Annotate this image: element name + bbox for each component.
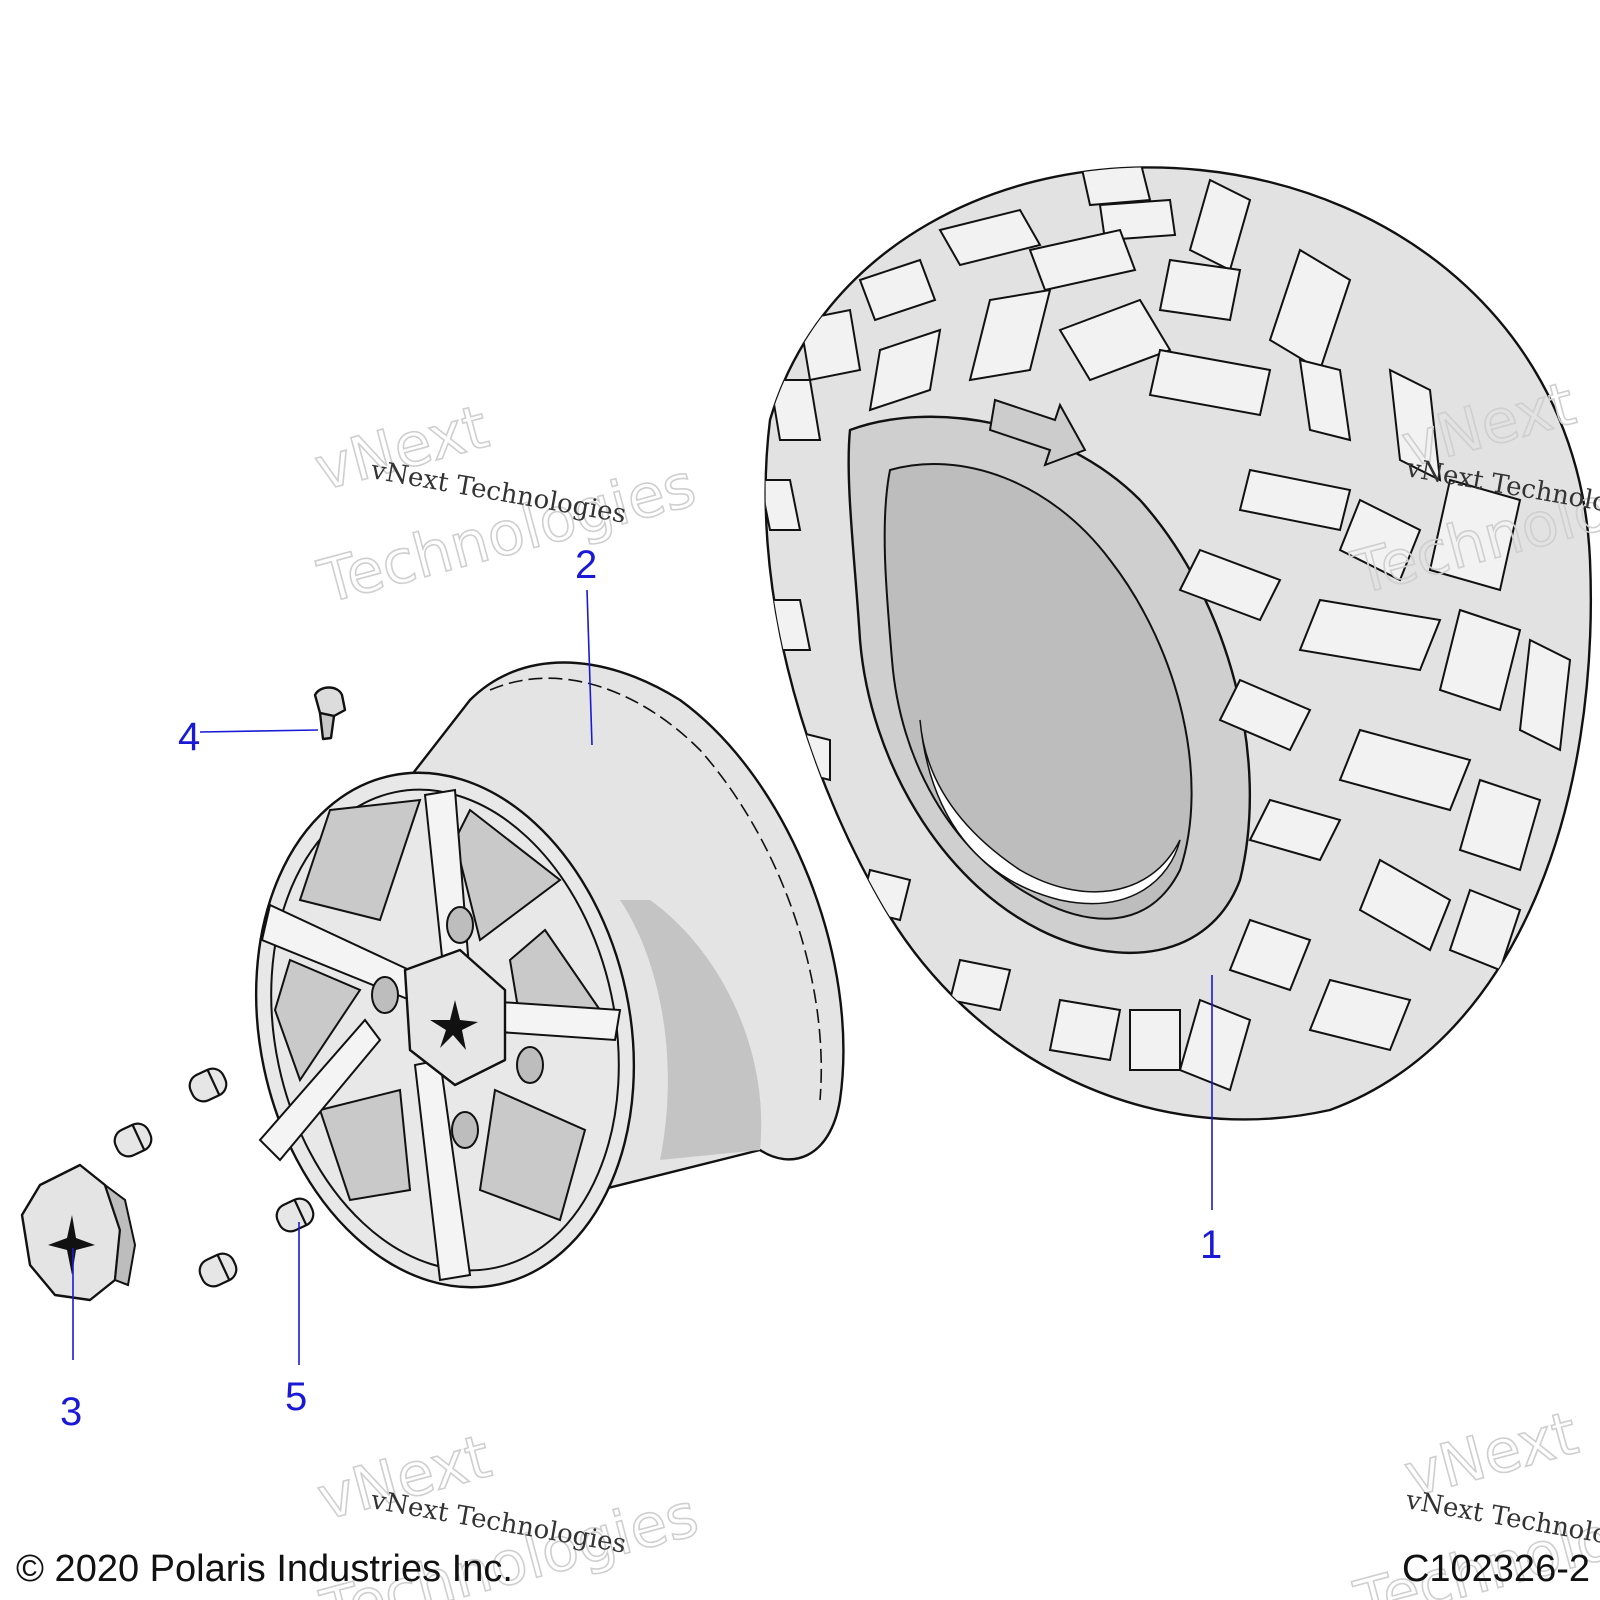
center-cap	[20, 1163, 137, 1302]
leader-line-2	[586, 589, 593, 746]
wheel-spoke-openings	[273, 798, 602, 1222]
callouts: 1 2 3 4 5	[60, 543, 1222, 1434]
wheel	[254, 661, 845, 1289]
copyright-notice: © 2020 Polaris Industries Inc.	[16, 1548, 513, 1590]
wheel-spokes	[258, 788, 622, 1282]
center-cap-star	[48, 1215, 95, 1275]
rotation-arrow	[988, 398, 1087, 467]
lug-nuts	[113, 1067, 315, 1288]
tire-bore	[883, 463, 1193, 920]
wheel-hub-star	[430, 1000, 478, 1050]
lug-nut	[113, 1122, 153, 1158]
callout-4[interactable]: 4	[178, 715, 200, 759]
valve-stem	[313, 686, 347, 741]
wheel-lug-holes	[371, 906, 544, 1149]
leader-line-4	[199, 729, 319, 733]
lug-nut	[275, 1197, 315, 1233]
callout-1[interactable]: 1	[1200, 1223, 1222, 1267]
callout-3[interactable]: 3	[60, 1390, 82, 1434]
lug-nut	[198, 1252, 238, 1288]
tire	[764, 166, 1592, 1121]
figure-code: C102326-2	[1401, 1548, 1590, 1590]
callout-2[interactable]: 2	[575, 543, 597, 587]
callout-5[interactable]: 5	[285, 1375, 307, 1419]
tire-tread-lugs	[765, 167, 1572, 1092]
lug-nut	[188, 1067, 228, 1103]
